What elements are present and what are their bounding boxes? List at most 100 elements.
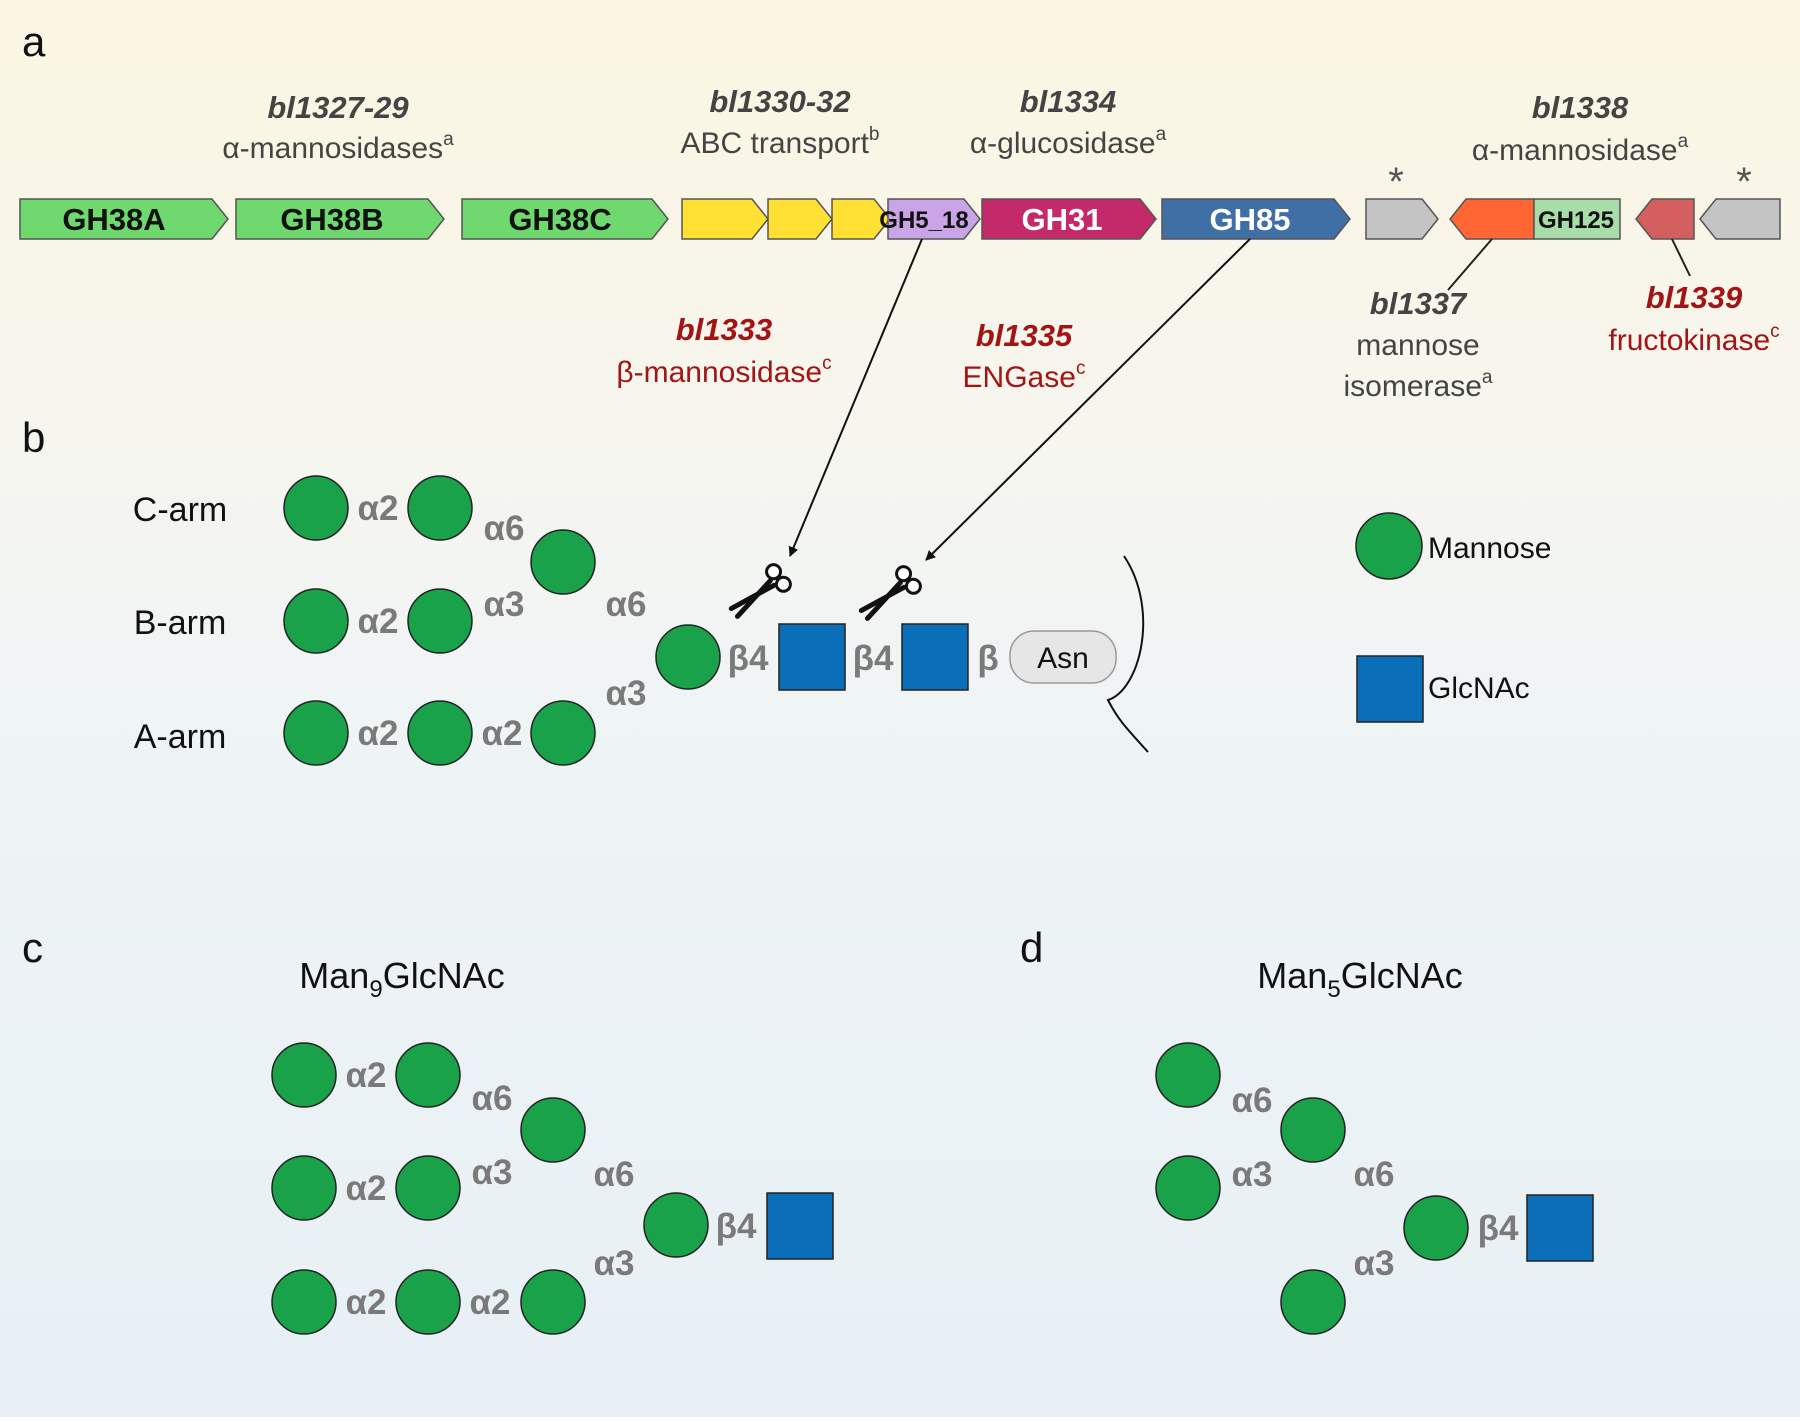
linkage-labels-c: α2 α6 α3 α2 α6 α3 α2 α2 β4 <box>346 1056 757 1322</box>
gene-arrow-gh5-18 <box>887 198 981 240</box>
mannose-residue <box>530 700 596 766</box>
arrow-bl1335-to-cleavage <box>925 238 1251 561</box>
gene-label-gh125: GH125 <box>1538 207 1614 234</box>
mannose-residue <box>395 1269 461 1335</box>
panel-label-b: b <box>22 414 45 461</box>
mannose-residue <box>271 1269 337 1335</box>
linkage-label: β <box>977 639 998 678</box>
function-label: α-glucosidasea <box>970 124 1167 160</box>
leader-line-bl1337 <box>1447 238 1493 291</box>
gene-arrow-grey-1 <box>1365 198 1439 240</box>
function-label: fructokinasec <box>1608 321 1779 357</box>
linkage-label: α6 <box>1354 1155 1395 1194</box>
caption-bl1338: bl1338 α-mannosidasea <box>1472 90 1689 167</box>
structure-title-c: Man9GlcNAc <box>299 955 504 1003</box>
linkage-label: β4 <box>728 639 769 678</box>
linkage-label: α3 <box>606 674 647 713</box>
glcnac-residue <box>766 1192 834 1260</box>
panel-label-d: d <box>1020 924 1043 971</box>
legend-mannose-label: Mannose <box>1428 532 1551 565</box>
mannose-residue <box>407 475 473 541</box>
gene-arrow-abc-3 <box>831 198 891 240</box>
asn-residue <box>1009 630 1117 684</box>
linkage-label: β4 <box>1478 1209 1519 1248</box>
linkage-label: α6 <box>606 585 647 624</box>
linkage-label: α6 <box>1232 1081 1273 1120</box>
legend: Mannose GlcNAc <box>1355 512 1551 723</box>
gene-arrow-gh125 <box>1533 198 1621 240</box>
linkage-label: α3 <box>472 1153 513 1192</box>
gene-label-gh38a: GH38A <box>62 202 165 237</box>
function-label: α-mannosidasea <box>1472 131 1689 167</box>
linkage-labels-d: α6 α3 α6 α3 β4 <box>1232 1081 1519 1283</box>
gene-arrow-bl1337 <box>1449 198 1535 240</box>
caption-bl1327-29: bl1327-29 α-mannosidasesa <box>222 90 454 165</box>
mannose-residue <box>530 529 596 595</box>
panel-label-a: a <box>22 18 46 65</box>
locus-bl1334: bl1334 <box>1020 84 1117 119</box>
caption-bl1333: bl1333 β-mannosidasec <box>616 312 831 389</box>
mannose-residue <box>1155 1155 1221 1221</box>
linkage-label: α3 <box>1354 1244 1395 1283</box>
glycan-b <box>283 475 969 766</box>
linkage-label: β4 <box>716 1207 757 1246</box>
gene-label-gh85: GH85 <box>1210 202 1291 237</box>
asn-label: Asn <box>1037 642 1089 675</box>
function-label: α-mannosidasesa <box>222 129 454 165</box>
locus-bl1338: bl1338 <box>1532 90 1629 125</box>
structure-title-d: Man5GlcNAc <box>1257 955 1462 1003</box>
caption-bl1339: bl1339 fructokinasec <box>1608 280 1779 357</box>
mannose-residue <box>1155 1042 1221 1108</box>
linkage-label: α2 <box>470 1283 511 1322</box>
arm-label-a: A-arm <box>134 718 227 756</box>
legend-glcnac-label: GlcNAc <box>1428 672 1530 705</box>
linkage-label: α2 <box>346 1056 387 1095</box>
gene-label-gh5-18: GH5_18 <box>879 207 968 234</box>
gene-arrow-gh85 <box>1161 198 1351 240</box>
gene-arrow-gh38c <box>461 198 669 240</box>
linkage-label: α2 <box>346 1169 387 1208</box>
function-label: ABC transportb <box>681 124 880 160</box>
glycan-c <box>271 1042 834 1335</box>
gene-arrow-gh38b <box>235 198 445 240</box>
gene-label-gh38c: GH38C <box>508 202 611 237</box>
glcnac-residue-1 <box>778 623 846 691</box>
caption-bl1334: bl1334 α-glucosidasea <box>970 84 1167 160</box>
function-label: ENGasec <box>963 358 1086 394</box>
scissors-icon <box>858 565 922 621</box>
mannose-residue <box>407 588 473 654</box>
locus-bl1333: bl1333 <box>676 312 773 347</box>
linkage-label: α2 <box>358 489 399 528</box>
linkage-label: α3 <box>594 1244 635 1283</box>
locus-bl1335: bl1335 <box>976 318 1073 353</box>
linkage-label: α2 <box>358 714 399 753</box>
mannose-residue <box>520 1269 586 1335</box>
linkage-label: α2 <box>358 602 399 641</box>
gene-label-gh31: GH31 <box>1022 202 1103 237</box>
gene-arrow-grey-2 <box>1699 198 1781 240</box>
asterisk-right: * <box>1736 160 1752 204</box>
linkage-label: α6 <box>484 509 525 548</box>
mannose-residue <box>283 700 349 766</box>
glcnac-residue-2 <box>901 623 969 691</box>
mannose-residue <box>520 1097 586 1163</box>
leader-line-bl1339 <box>1671 238 1691 277</box>
linkage-label: α6 <box>472 1079 513 1118</box>
mannose-residue-core <box>1403 1195 1469 1261</box>
mannose-residue <box>271 1155 337 1221</box>
locus-bl1330-32: bl1330-32 <box>709 84 850 119</box>
gene-cluster <box>19 198 1781 240</box>
locus-bl1339: bl1339 <box>1646 280 1743 315</box>
mannose-residue-core <box>643 1192 709 1258</box>
mannose-residue <box>271 1042 337 1108</box>
gene-labels: GH38A GH38B GH38C GH5_18 GH31 GH85 GH125 <box>62 202 1614 237</box>
linkage-label: β4 <box>853 639 894 678</box>
mannose-residue <box>1280 1269 1346 1335</box>
gene-arrow-abc-1 <box>681 198 769 240</box>
gene-arrow-abc-2 <box>767 198 833 240</box>
linkage-label: α3 <box>484 585 525 624</box>
locus-bl1337: bl1337 <box>1370 286 1468 321</box>
function-label-line2: isomerasea <box>1344 367 1493 403</box>
linkage-label: α2 <box>346 1283 387 1322</box>
arm-label-b: B-arm <box>134 604 227 642</box>
